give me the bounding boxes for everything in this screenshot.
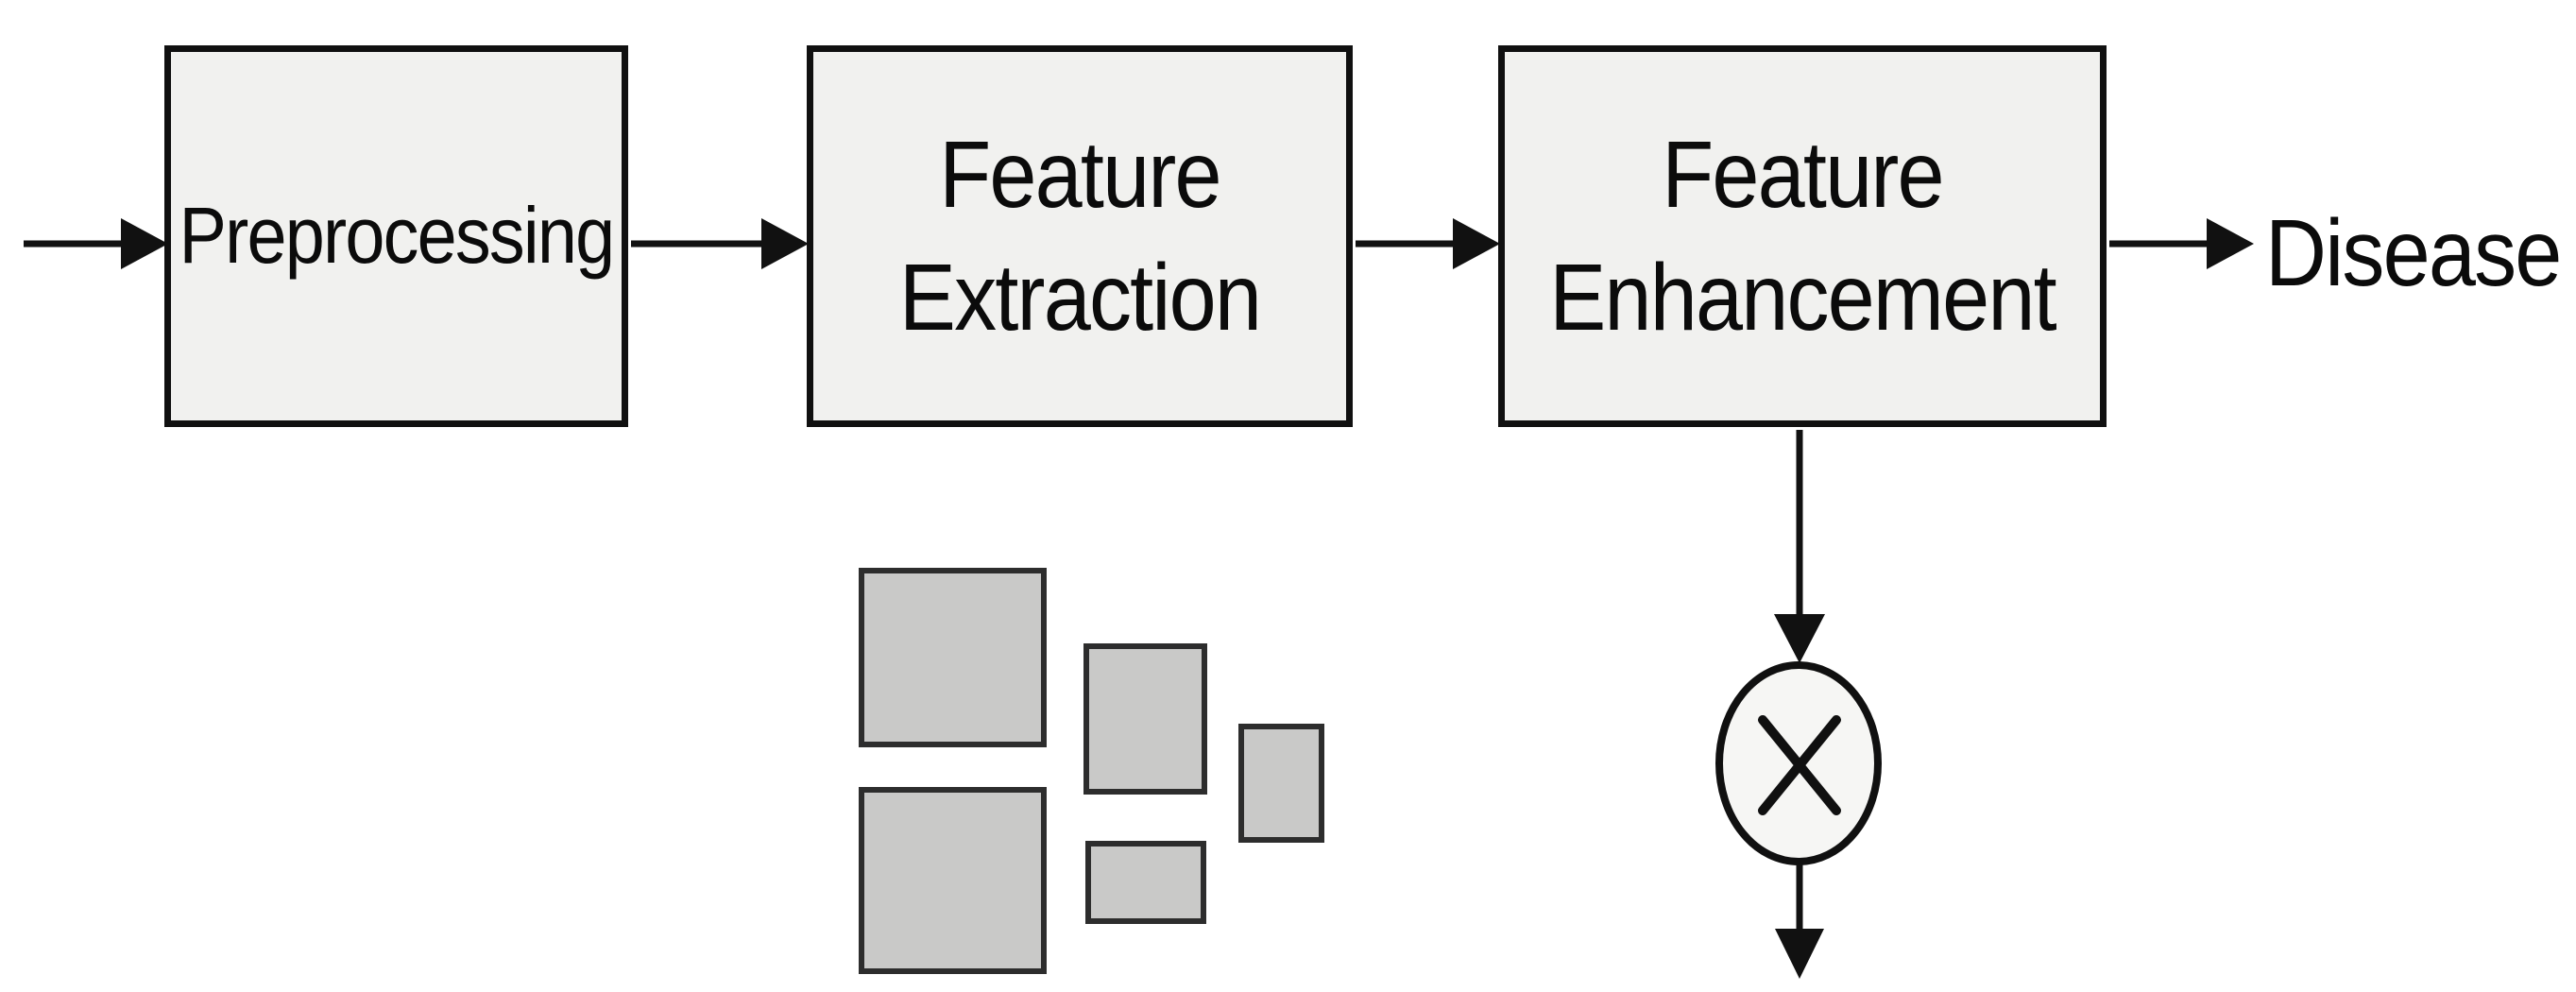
feature-patch-large-bottom [859,787,1047,974]
arrowhead-right-icon [761,218,809,269]
arrow-multiplier-output [1775,864,1824,979]
arrow-feature-enhancement-to-disease [2109,218,2254,269]
node-preprocessing: Preprocessing [164,45,628,427]
arrowhead-right-icon [1453,218,1500,269]
arrow-feature-enhancement-to-multiplier [1774,430,1825,663]
feature-patch-small-bottom [1085,841,1206,924]
arrowhead-down-icon [1774,614,1825,663]
output-label: Disease [2265,197,2576,310]
arrow-feature-extraction-to-feature-enhancement [1356,218,1500,269]
output-label-text: Disease [2265,199,2562,306]
node-feature-enhancement: Feature Enhancement [1498,45,2107,427]
node-feature-extraction: Feature Extraction [807,45,1353,427]
feature-patch-small-right [1238,724,1324,843]
node-feature-enhancement-label: Feature Enhancement [1549,122,2056,351]
input-arrow [24,218,168,269]
feature-patch-medium [1083,643,1207,795]
arrowhead-right-icon [2207,218,2254,269]
arrow-preprocessing-to-feature-extraction [631,218,809,269]
node-preprocessing-label: Preprocessing [179,191,616,281]
feature-patch-large-top [859,568,1047,747]
arrowhead-right-icon [121,218,168,269]
multiplication-node [1715,661,1882,865]
arrowhead-down-icon [1775,929,1824,979]
node-feature-extraction-label: Feature Extraction [898,122,1262,351]
multiply-icon [1758,715,1841,815]
